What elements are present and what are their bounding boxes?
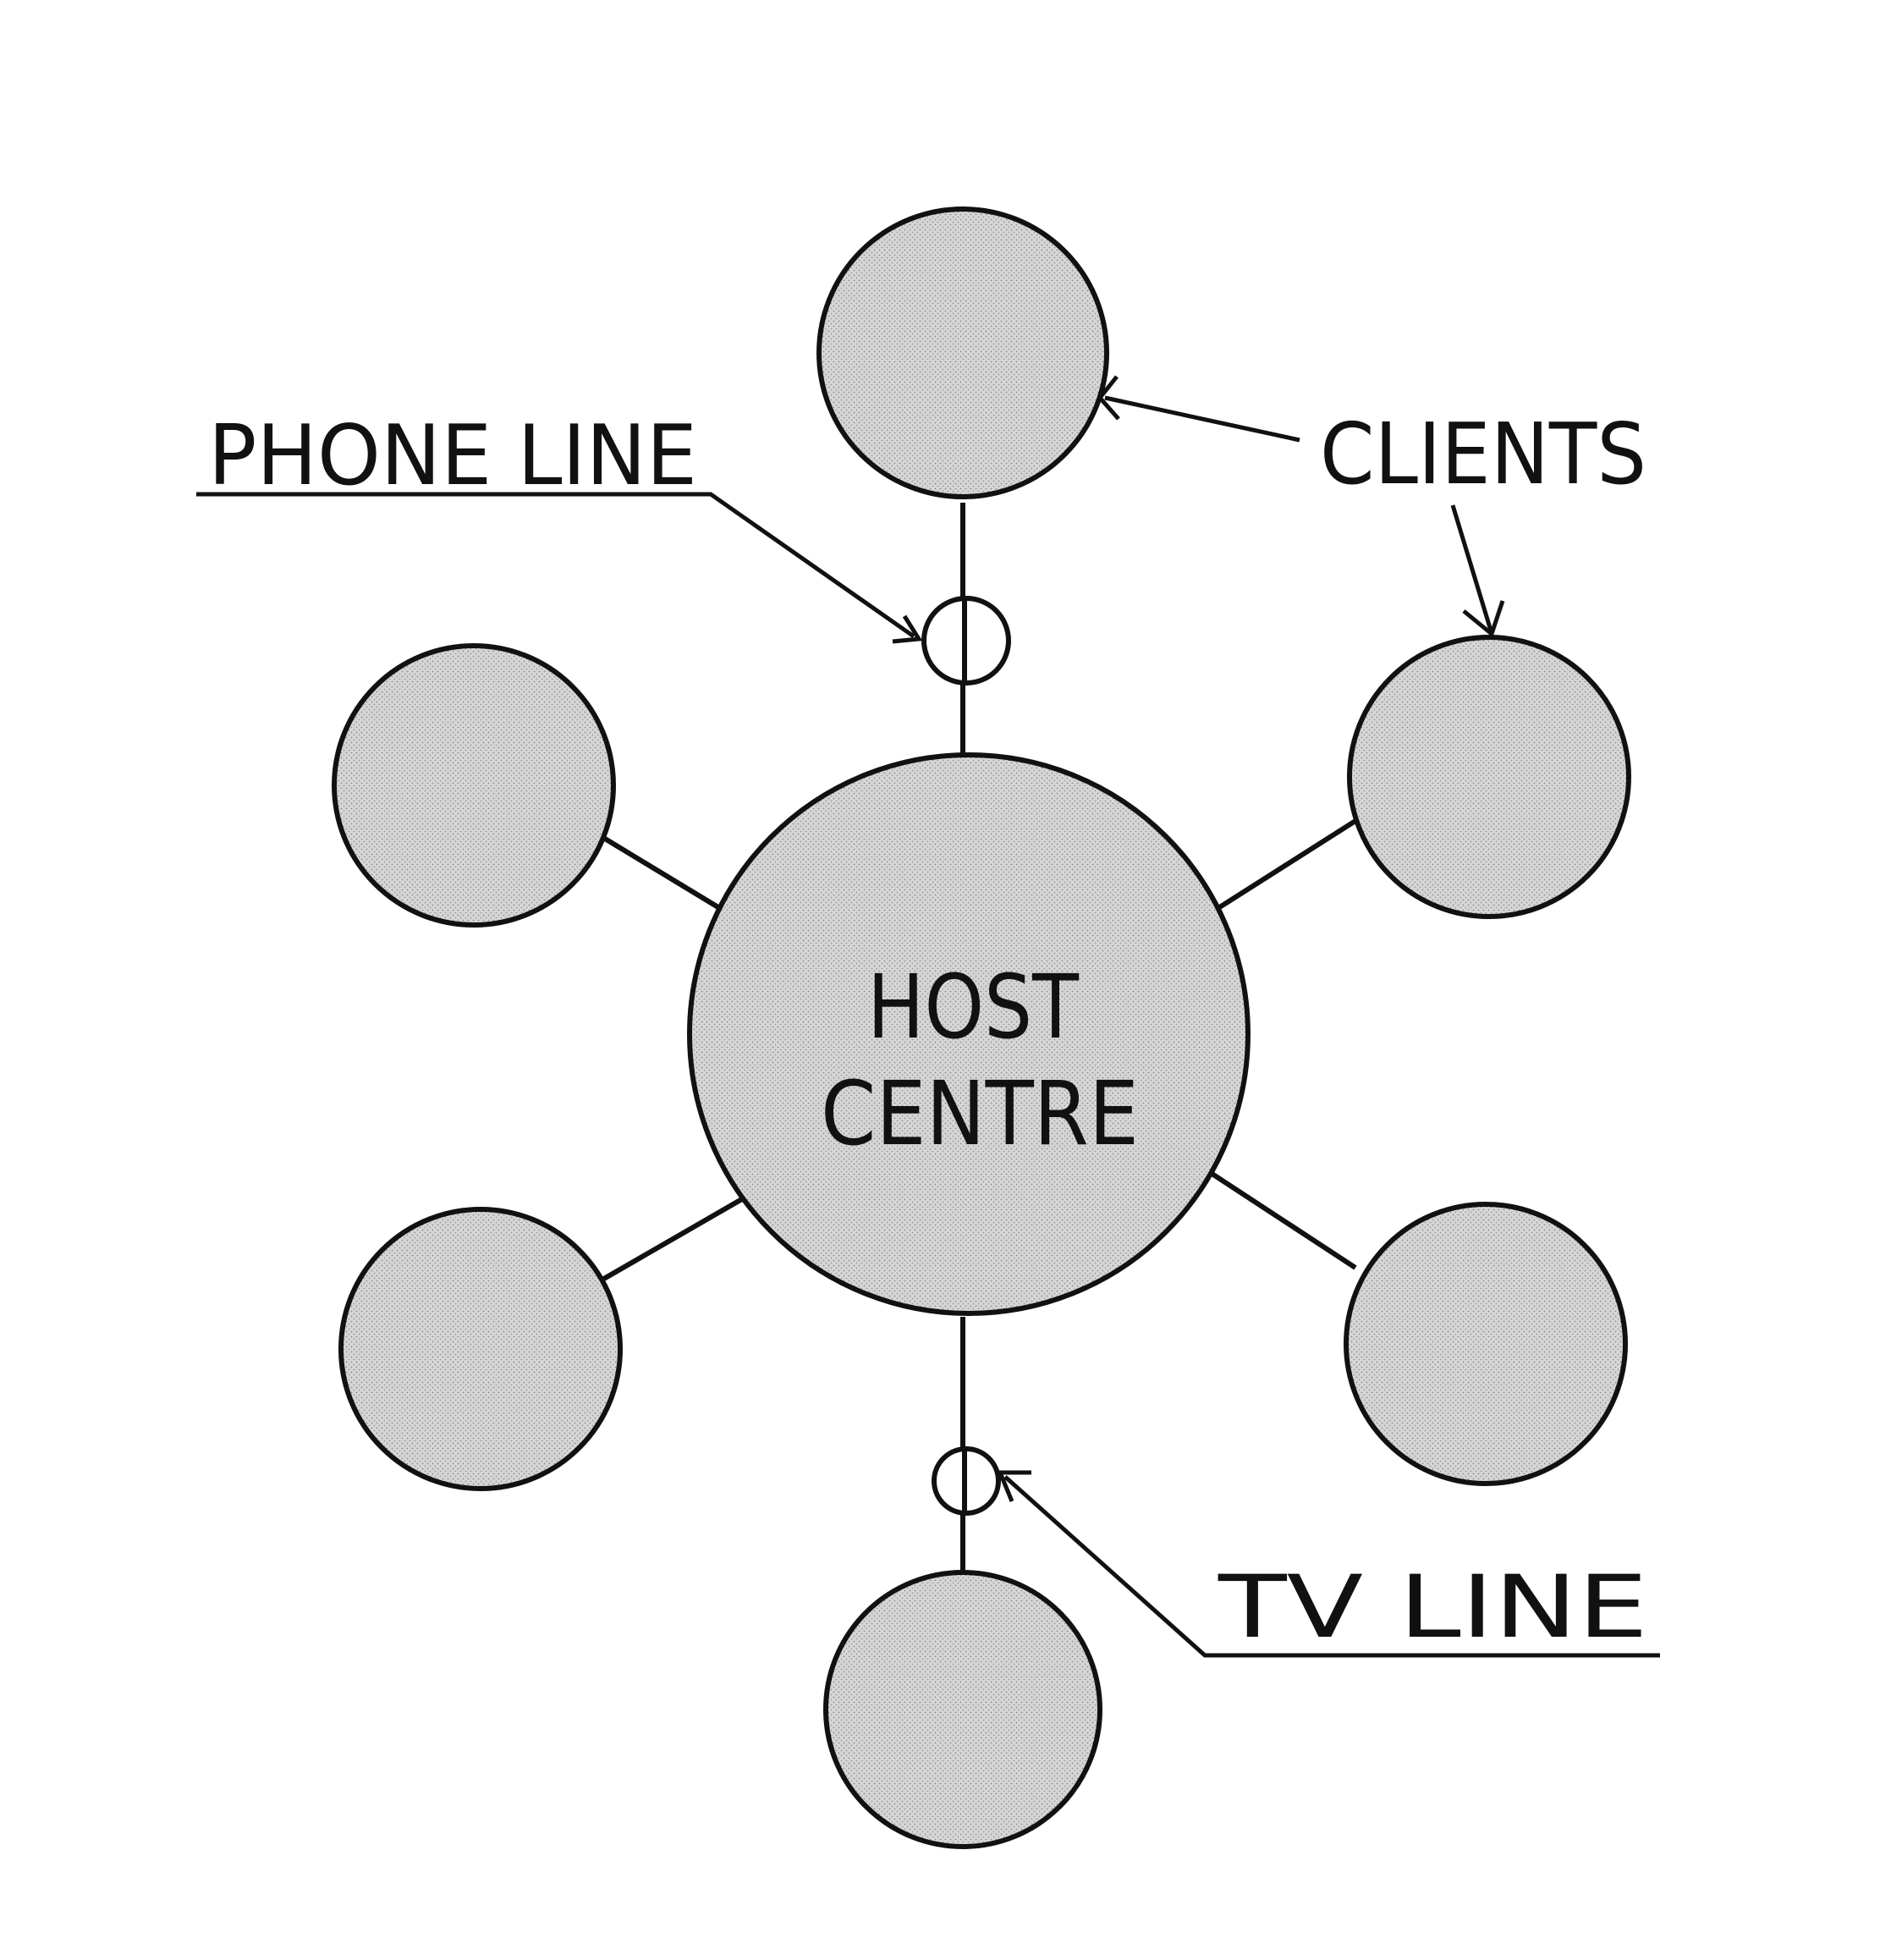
- clients-arrowhead-top: [1097, 375, 1120, 421]
- phone-line-arrowhead: [892, 614, 923, 644]
- tv-line-arrowhead: [997, 1470, 1031, 1502]
- host-centre-node: [687, 752, 1251, 1316]
- host-centre-label-line2: CENTRE: [821, 1062, 1139, 1165]
- host-centre-label-line1: HOST: [867, 955, 1079, 1059]
- clients-arrowhead-right: [1462, 600, 1505, 638]
- line-host-to-lower-left-client: [601, 1194, 748, 1282]
- client-nodes: [332, 206, 1631, 1849]
- connection-lines: [599, 503, 1357, 1572]
- line-host-to-lower-right-client: [1207, 1169, 1357, 1270]
- phone-line-pointer: [196, 492, 915, 639]
- clients-pointer-right: [1450, 504, 1493, 631]
- client-node-lower-right: [1344, 1202, 1628, 1486]
- line-host-to-upper-left-client: [599, 834, 731, 917]
- client-node-lower-left: [338, 1207, 623, 1491]
- client-node-upper-left: [332, 643, 616, 928]
- tv-line-label: TV LINE: [1218, 1557, 1648, 1658]
- client-node-bottom: [823, 1570, 1102, 1849]
- clients-pointer-top: [1104, 395, 1300, 443]
- client-node-upper-right: [1347, 635, 1631, 919]
- clients-label: CLIENTS: [1320, 405, 1646, 504]
- label-underlines: [196, 492, 1660, 1658]
- client-node-top: [816, 206, 1109, 499]
- line-host-to-upper-right-client: [1210, 818, 1357, 915]
- phone-line-label: PHONE LINE: [208, 408, 697, 504]
